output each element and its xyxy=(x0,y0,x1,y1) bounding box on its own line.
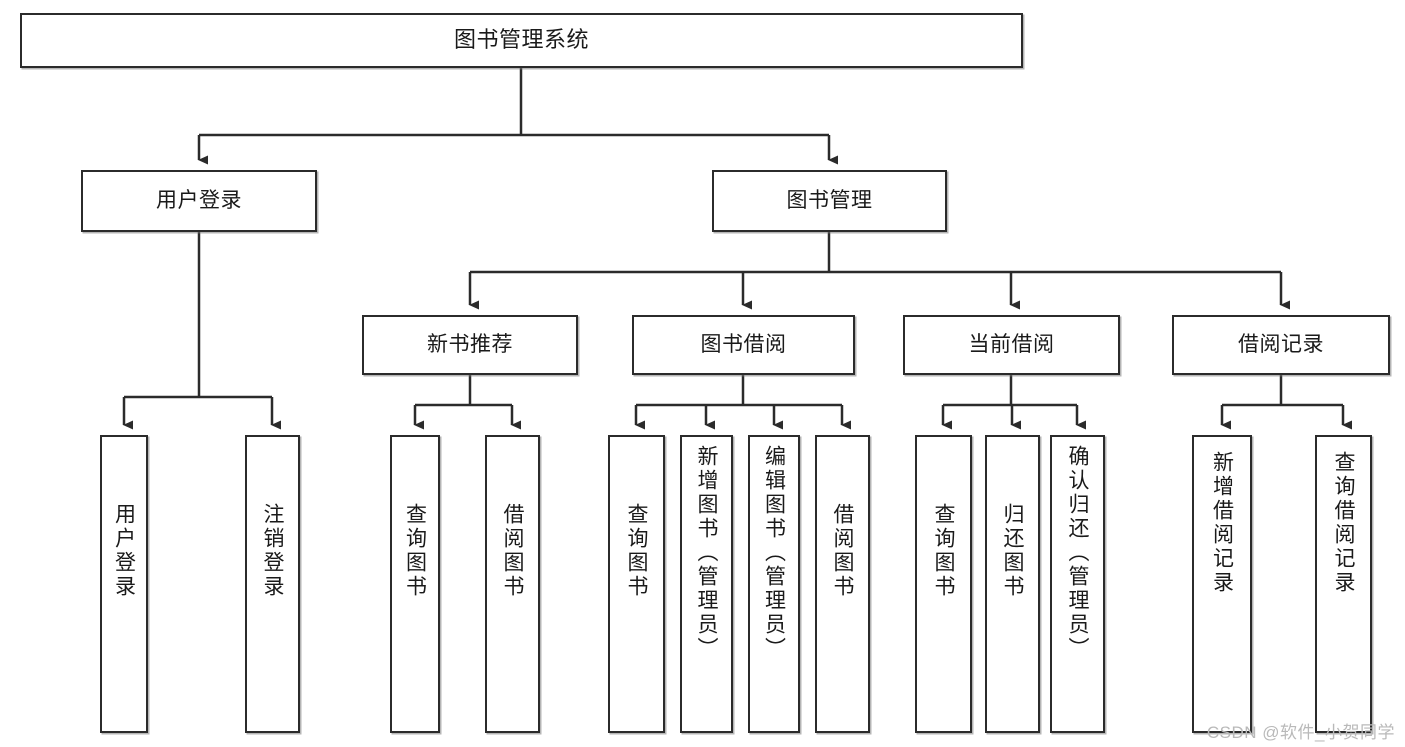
node-leaf-bw-edit[interactable]: 编辑图书（管理员） xyxy=(748,435,800,733)
node-label: 用户登录 xyxy=(112,503,136,599)
node-label: 借阅记录 xyxy=(1238,333,1324,357)
node-label: 查询借阅记录 xyxy=(1332,451,1355,595)
node-leaf-nb-borrow[interactable]: 借阅图书 xyxy=(485,435,540,733)
node-root[interactable]: 图书管理系统 xyxy=(20,13,1023,68)
node-label: 查询图书 xyxy=(403,503,427,599)
node-label: 归还图书 xyxy=(1001,503,1024,599)
node-label: 确认归还（管理员） xyxy=(1066,445,1089,661)
node-login[interactable]: 用户登录 xyxy=(81,170,317,232)
node-label: 新增图书（管理员） xyxy=(695,445,718,661)
node-label: 新增借阅记录 xyxy=(1210,451,1234,595)
node-leaf-rec-add[interactable]: 新增借阅记录 xyxy=(1192,435,1252,733)
node-label: 借阅图书 xyxy=(831,503,854,599)
node-leaf-nb-query[interactable]: 查询图书 xyxy=(390,435,440,733)
node-leaf-user-logout[interactable]: 注销登录 xyxy=(245,435,300,733)
node-leaf-user-login[interactable]: 用户登录 xyxy=(100,435,148,733)
node-label: 查询图书 xyxy=(625,503,648,599)
node-leaf-cur-query[interactable]: 查询图书 xyxy=(915,435,972,733)
node-label: 图书管理 xyxy=(786,189,873,213)
node-leaf-rec-query[interactable]: 查询借阅记录 xyxy=(1315,435,1372,733)
node-label: 新书推荐 xyxy=(427,333,513,357)
node-label: 用户登录 xyxy=(156,189,242,213)
node-leaf-bw-add[interactable]: 新增图书（管理员） xyxy=(680,435,733,733)
node-label: 图书管理系统 xyxy=(453,27,589,53)
node-current[interactable]: 当前借阅 xyxy=(903,315,1120,375)
node-label: 当前借阅 xyxy=(968,333,1055,357)
watermark-text: CSDN @软件_小贺同学 xyxy=(1206,723,1395,742)
node-label: 注销登录 xyxy=(261,503,284,599)
node-leaf-bw-query[interactable]: 查询图书 xyxy=(608,435,665,733)
node-bookmgmt[interactable]: 图书管理 xyxy=(712,170,947,232)
node-label: 查询图书 xyxy=(932,503,955,599)
node-label: 借阅图书 xyxy=(501,503,524,599)
node-borrow[interactable]: 图书借阅 xyxy=(632,315,855,375)
node-label: 编辑图书（管理员） xyxy=(762,445,786,661)
node-leaf-bw-borrow[interactable]: 借阅图书 xyxy=(815,435,870,733)
node-newbook[interactable]: 新书推荐 xyxy=(362,315,578,375)
node-leaf-cur-return[interactable]: 归还图书 xyxy=(985,435,1040,733)
node-records[interactable]: 借阅记录 xyxy=(1172,315,1390,375)
node-leaf-cur-confirm[interactable]: 确认归还（管理员） xyxy=(1050,435,1105,733)
node-label: 图书借阅 xyxy=(700,333,787,357)
